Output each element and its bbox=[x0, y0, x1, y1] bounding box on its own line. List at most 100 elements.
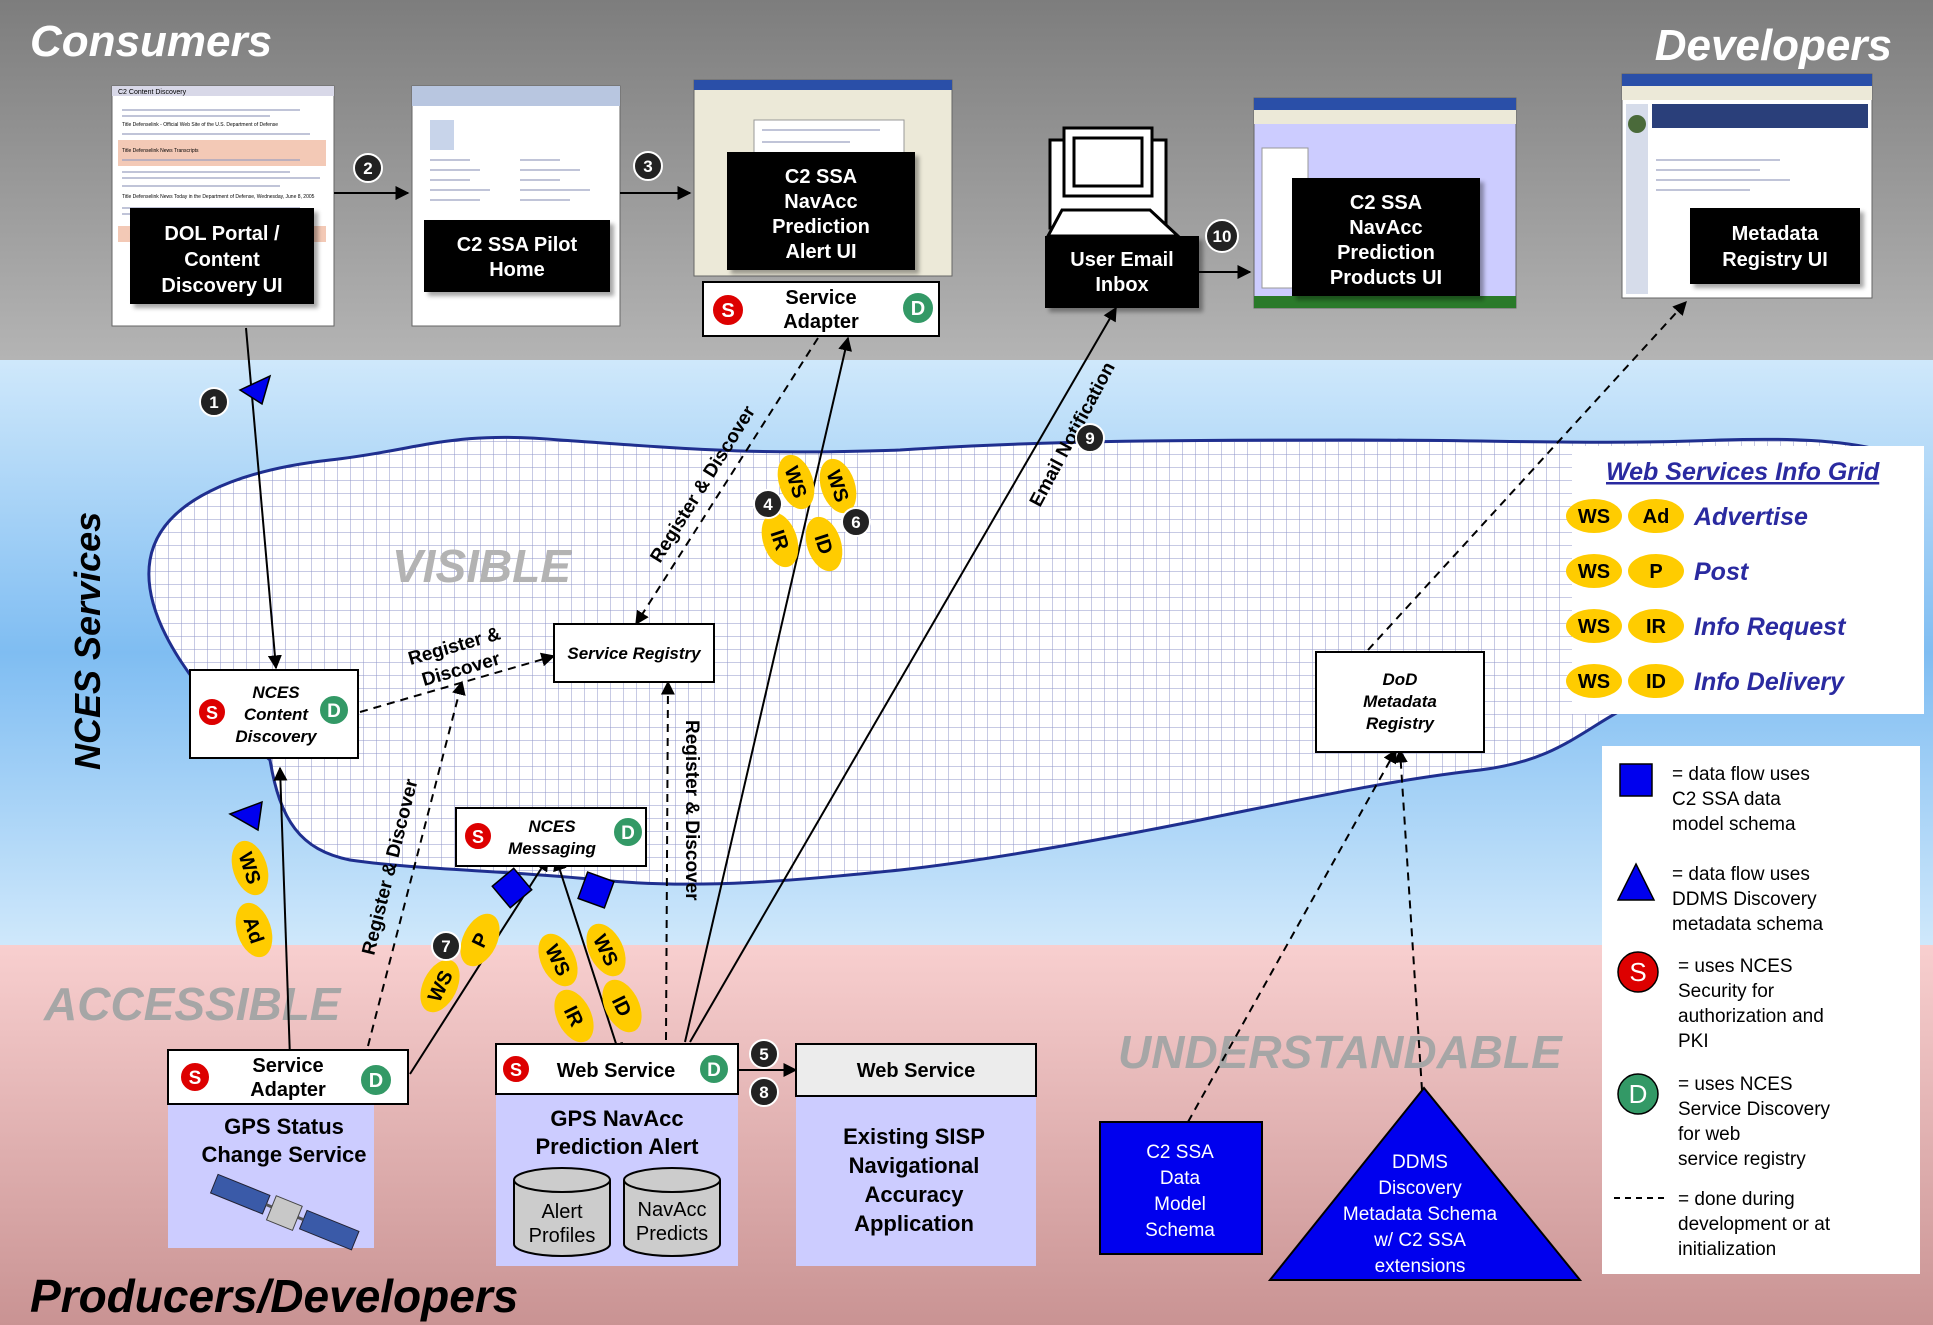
c2ssa-square-marker bbox=[491, 867, 533, 909]
legend-square-swatch bbox=[1619, 763, 1653, 797]
discovery-icon: D bbox=[318, 694, 350, 726]
metadata-ui-label-box bbox=[1690, 208, 1860, 284]
step-8-badge: 8 bbox=[749, 1077, 779, 1107]
visible-label: VISIBLE bbox=[392, 540, 572, 592]
alert-ui-label-box bbox=[727, 152, 915, 270]
web-service bbox=[495, 1043, 739, 1095]
arrow-webservice-to-adapter bbox=[684, 336, 852, 1043]
web-service-2-label: Web Service bbox=[857, 1060, 976, 1082]
info-grid-token: WS bbox=[1578, 616, 1610, 638]
token-p: P bbox=[460, 913, 500, 967]
dashed-gps-adapter-to-registry bbox=[367, 680, 466, 1047]
info-grid-token: WS bbox=[1578, 671, 1610, 693]
producers-title: Producers/Developers bbox=[30, 1270, 518, 1322]
step-1-label: 1 bbox=[209, 393, 218, 412]
step-7-label: 7 bbox=[441, 937, 450, 956]
info-grid-title: Web Services Info Grid bbox=[1606, 458, 1880, 486]
c2ssa-schema bbox=[1099, 1121, 1263, 1255]
dashed-adapter-to-registry bbox=[635, 337, 819, 626]
discovery-icon: D bbox=[901, 291, 935, 325]
token-id: ID bbox=[602, 979, 642, 1033]
step-3-label: 3 bbox=[643, 157, 652, 176]
security-icon: S bbox=[197, 697, 227, 727]
security-icon: S bbox=[501, 1054, 531, 1084]
step-4-badge: 4 bbox=[753, 489, 783, 519]
dashed-webservice-to-registry bbox=[660, 680, 675, 1041]
security-icon: S bbox=[463, 821, 493, 851]
service-registry-label: Service Registry bbox=[567, 644, 702, 663]
token-ir: IR bbox=[761, 512, 799, 568]
step-3-badge: 3 bbox=[633, 151, 663, 181]
svg-text:S: S bbox=[510, 1060, 522, 1080]
discovery-icon: D bbox=[612, 816, 644, 848]
legend-discovery-icon: D bbox=[1617, 1073, 1659, 1115]
info-grid-label: Info Delivery bbox=[1694, 668, 1845, 696]
step-6-label: 6 bbox=[851, 513, 860, 532]
info-grid-label: Advertise bbox=[1693, 503, 1808, 531]
step-4-label: 4 bbox=[763, 495, 773, 514]
info-grid-token: Ad bbox=[1643, 506, 1670, 528]
arrow-messaging-to-webservice bbox=[553, 856, 623, 1058]
svg-text:S: S bbox=[1629, 957, 1646, 987]
satellite-icon bbox=[209, 1173, 360, 1251]
svg-text:D: D bbox=[621, 823, 635, 844]
sisp-panel bbox=[796, 1094, 1036, 1266]
svg-text:D: D bbox=[1629, 1079, 1648, 1109]
computer-icon bbox=[1045, 126, 1182, 238]
products-ui-label-box bbox=[1292, 178, 1480, 296]
token-ws: WS bbox=[538, 933, 578, 987]
pilot-home-label-box bbox=[424, 220, 610, 292]
token-ws: WS bbox=[586, 923, 626, 977]
step-layer: 1 2 3 4 5 6 7 8 9 10 bbox=[199, 151, 1239, 1107]
step-5-badge: 5 bbox=[749, 1039, 779, 1069]
dol-row-1: Title Defenselink - Official Web Site of… bbox=[122, 122, 278, 128]
alert-profiles-db bbox=[513, 1167, 611, 1257]
understandable-label: UNDERSTANDABLE bbox=[1118, 1026, 1563, 1078]
consumers-title: Consumers bbox=[30, 17, 272, 66]
dashed-c2ssa-schema-to-registry bbox=[1187, 748, 1397, 1123]
metadata-ui-screenshot bbox=[1621, 73, 1873, 299]
dashed-ddms-to-registry bbox=[1393, 748, 1423, 1091]
info-grid-label: Info Request bbox=[1694, 613, 1847, 641]
legend-triangle-swatch bbox=[1616, 862, 1656, 901]
step-5-label: 5 bbox=[759, 1045, 768, 1064]
step-10-badge: 10 bbox=[1205, 219, 1239, 253]
step-2-label: 2 bbox=[363, 159, 372, 178]
info-grid-row: WS IR Info Request bbox=[1566, 609, 1847, 643]
ddms-triangle-marker bbox=[238, 374, 272, 406]
accessible-label: ACCESSIBLE bbox=[43, 978, 342, 1030]
email-inbox-label-box bbox=[1045, 236, 1199, 308]
dol-portal-label-box bbox=[130, 208, 314, 304]
dashed-registry-to-metadata-ui bbox=[1367, 300, 1687, 651]
discovery-icon: D bbox=[698, 1053, 730, 1085]
step-9-badge: 9 bbox=[1075, 423, 1105, 453]
info-grid-token: IR bbox=[1646, 616, 1667, 638]
developers-title: Developers bbox=[1655, 21, 1892, 70]
dol-header-text: C2 Content Discovery bbox=[118, 89, 187, 96]
token-ws: WS bbox=[777, 454, 815, 510]
c2ssa-square-marker bbox=[577, 871, 615, 909]
discovery-icon: D bbox=[359, 1063, 393, 1097]
token-ir: IR bbox=[554, 989, 594, 1043]
